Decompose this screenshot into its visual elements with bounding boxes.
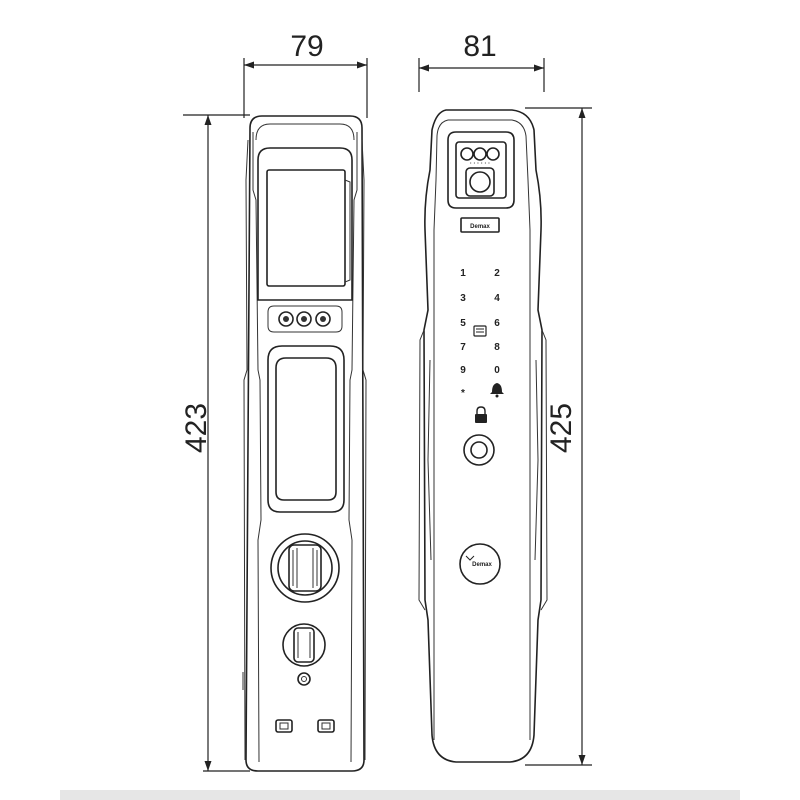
card-icon <box>473 325 487 337</box>
brand-label-top: Demax <box>470 224 490 230</box>
lock-icon <box>475 406 487 423</box>
brand-plate: Demax <box>460 217 500 233</box>
doorbell-icon <box>490 383 504 398</box>
brand-badge-label: Demax <box>472 562 492 568</box>
key-8: 8 <box>494 342 500 353</box>
svg-text:· · · · · ·: · · · · · · <box>470 161 490 167</box>
indicator-buttons <box>267 305 343 333</box>
key-2: 2 <box>494 268 500 279</box>
front-width-label: 79 <box>290 30 323 63</box>
front-view <box>242 115 367 772</box>
key-star: * <box>461 388 465 399</box>
front-height-label: 423 <box>180 403 213 453</box>
key-5: 5 <box>460 318 466 329</box>
key-7: 7 <box>460 342 466 353</box>
keypad: 1 2 3 4 5 6 7 8 9 0 * <box>460 268 504 399</box>
key-4: 4 <box>494 293 500 304</box>
brand-badge: Demax <box>459 543 501 585</box>
key-6: 6 <box>494 318 500 329</box>
key-0: 0 <box>494 365 500 376</box>
side-view: · · · · · · Demax 1 2 3 4 5 6 7 8 9 0 * <box>418 109 548 763</box>
front-thumb-turn <box>282 623 326 686</box>
key-3: 3 <box>460 293 466 304</box>
side-height-dimension: 425 <box>525 107 592 766</box>
front-height-dimension: 423 <box>180 114 250 772</box>
front-width-dimension: 79 <box>243 30 368 118</box>
key-1: 1 <box>460 268 466 279</box>
side-height-label: 425 <box>545 403 578 453</box>
side-width-label: 81 <box>463 30 496 63</box>
footer-bar <box>60 790 740 800</box>
front-bottom-buttons <box>275 719 335 733</box>
key-9: 9 <box>460 365 466 376</box>
front-cylinder-knob <box>270 533 340 603</box>
front-handle <box>267 345 345 513</box>
fingerprint-sensor <box>463 434 495 466</box>
side-width-dimension: 81 <box>418 30 545 92</box>
camera-module: · · · · · · <box>447 131 515 209</box>
